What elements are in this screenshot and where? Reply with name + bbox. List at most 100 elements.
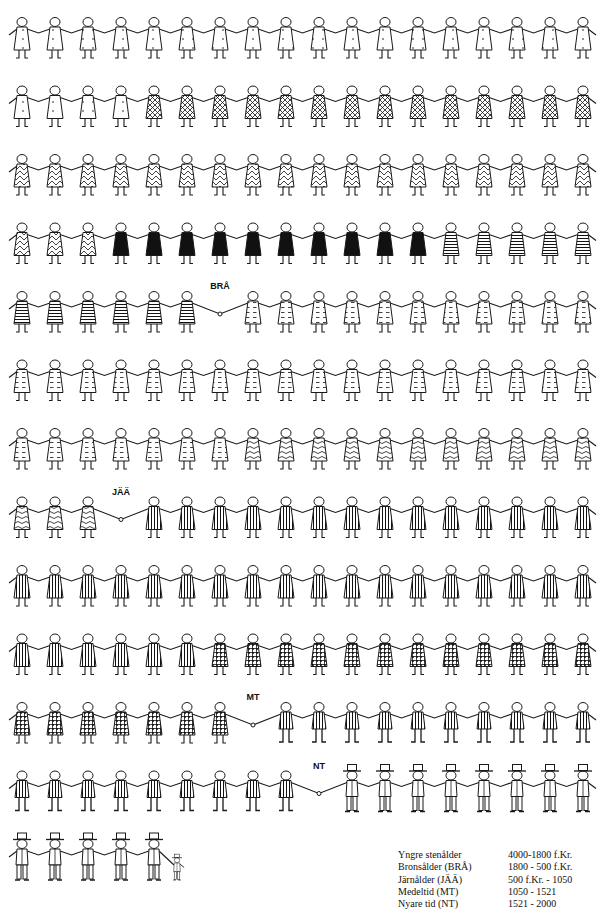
trouser-leg — [353, 797, 357, 811]
person-figure — [146, 360, 162, 401]
head — [545, 18, 555, 27]
arm — [522, 303, 545, 307]
arm — [27, 851, 50, 855]
dress — [443, 164, 459, 187]
dress — [575, 301, 591, 324]
tunic — [147, 781, 161, 798]
legs — [379, 530, 391, 538]
legs — [379, 393, 391, 401]
arm — [423, 166, 446, 170]
trouser-leg — [83, 865, 87, 879]
head — [50, 360, 60, 369]
head — [545, 703, 555, 712]
legs — [346, 50, 358, 58]
person-figure — [410, 223, 426, 264]
person-figure — [311, 86, 327, 127]
dress — [146, 96, 162, 119]
dress — [80, 96, 96, 119]
person-figure — [146, 86, 162, 127]
legs — [16, 598, 28, 606]
legs — [313, 667, 325, 675]
legs — [181, 598, 193, 606]
arm — [225, 577, 248, 581]
person-figure — [245, 429, 261, 470]
head — [215, 18, 225, 27]
dress — [278, 507, 294, 530]
head — [380, 497, 390, 506]
head — [380, 223, 390, 232]
arm — [192, 509, 215, 513]
coat — [478, 781, 490, 797]
legs — [280, 393, 292, 401]
dress — [344, 164, 360, 187]
arm — [258, 98, 281, 102]
person-figure — [344, 223, 360, 264]
head — [347, 155, 357, 164]
head — [281, 18, 291, 27]
arm — [258, 440, 281, 444]
head — [347, 18, 357, 27]
arm — [159, 303, 182, 307]
head — [545, 292, 555, 301]
head — [578, 566, 588, 575]
person-figure — [377, 18, 393, 59]
head — [116, 840, 126, 849]
legs — [181, 50, 193, 58]
dress — [278, 370, 294, 393]
head — [512, 634, 522, 643]
dress — [47, 644, 63, 667]
dress — [509, 233, 525, 256]
dress — [14, 96, 30, 119]
legs — [478, 119, 490, 127]
child-figure — [172, 854, 184, 880]
legs — [16, 187, 28, 195]
legs — [115, 50, 127, 58]
head — [380, 18, 390, 27]
arm — [555, 714, 578, 718]
trouser-leg — [17, 865, 21, 879]
legs — [49, 50, 61, 58]
person-figure — [278, 86, 294, 127]
joined-hands — [317, 792, 321, 796]
feet — [444, 811, 458, 812]
legs — [148, 735, 160, 743]
head — [248, 429, 258, 438]
dress — [344, 507, 360, 530]
period-dates: 500 f.Kr. - 1050 — [508, 874, 572, 886]
head — [578, 360, 588, 369]
head — [446, 223, 456, 232]
trouser-leg — [174, 872, 176, 880]
person-figure — [510, 703, 524, 743]
hat-brim — [79, 839, 97, 840]
arm — [555, 646, 578, 650]
dress — [146, 644, 162, 667]
arm — [390, 235, 413, 239]
dress — [344, 575, 360, 598]
legs — [82, 119, 94, 127]
trouser-leg — [419, 797, 423, 811]
head — [479, 634, 489, 643]
dress — [179, 575, 195, 598]
arm — [357, 303, 380, 307]
arm — [522, 29, 545, 33]
person-figure — [113, 292, 129, 333]
person-figure — [542, 360, 558, 401]
arm — [291, 235, 314, 239]
legs — [280, 530, 292, 538]
person-figure — [47, 223, 63, 264]
coat — [577, 781, 589, 797]
legs — [478, 50, 490, 58]
joined-hands — [251, 723, 255, 727]
legs — [511, 256, 523, 264]
coat-front — [177, 863, 178, 872]
head — [50, 566, 60, 575]
person-figure — [344, 497, 360, 538]
head — [149, 292, 159, 301]
dress — [410, 575, 426, 598]
arm — [423, 372, 446, 376]
person-figure — [575, 566, 591, 607]
person-figure — [443, 86, 459, 127]
dress — [344, 644, 360, 667]
